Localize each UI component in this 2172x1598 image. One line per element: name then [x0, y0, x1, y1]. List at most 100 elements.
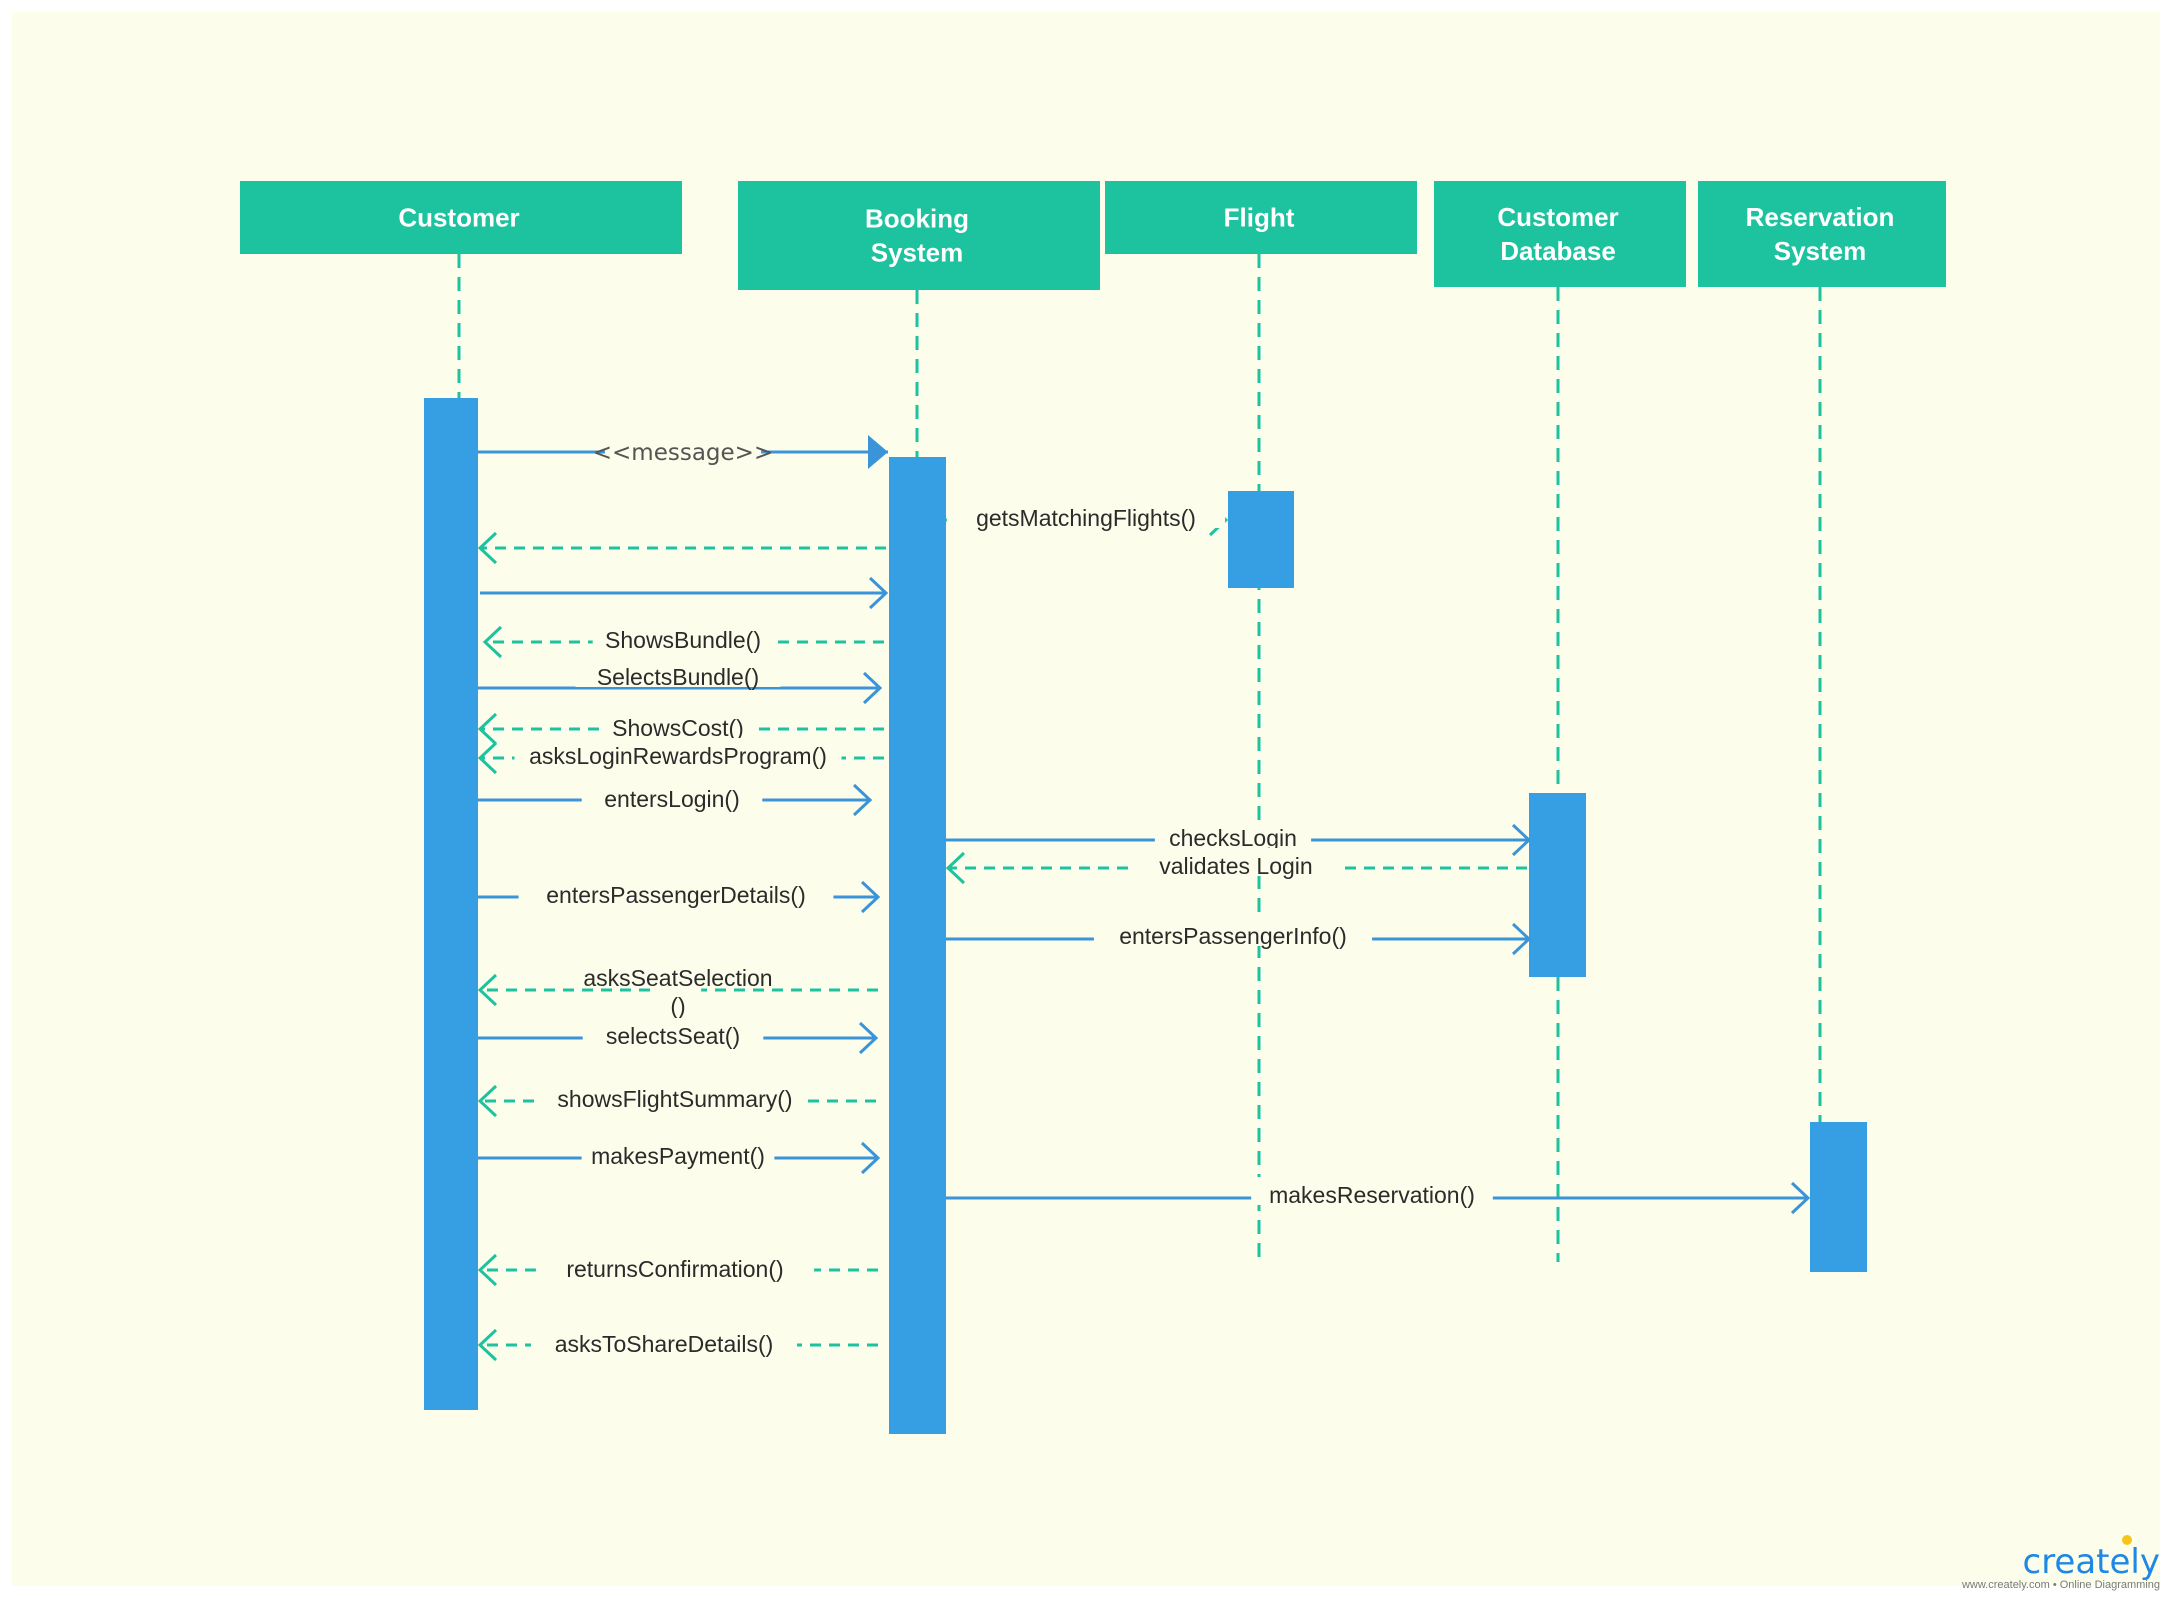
lifelines — [457, 254, 1822, 1262]
open-arrowhead-icon — [477, 741, 498, 775]
message-label-background — [599, 710, 757, 738]
message-label-background — [535, 1251, 815, 1279]
message-label: entersLogin() — [604, 786, 740, 812]
message-label: ShowsBundle() — [605, 627, 761, 653]
open-arrowhead-icon — [1511, 922, 1532, 956]
participant-box-custdb[interactable] — [1434, 181, 1686, 287]
participant-label-customer: Customer — [398, 203, 519, 233]
message-12[interactable]: entersPassengerInfo() — [946, 918, 1532, 956]
message-label: entersPassengerDetails() — [546, 882, 806, 908]
message-label-background — [1133, 848, 1339, 876]
message-9[interactable]: checksLogin — [946, 820, 1532, 857]
message-label: validates Login — [1159, 853, 1312, 879]
message-label: returnsConfirmation() — [566, 1256, 783, 1282]
message-label: asksToShareDetails() — [555, 1331, 774, 1357]
activation-bar-flight — [1228, 491, 1294, 588]
message-label-background — [582, 1018, 764, 1046]
activation-bars — [424, 398, 1867, 1434]
message-label-background — [542, 1081, 808, 1109]
message-label-background — [531, 1326, 797, 1354]
message-7[interactable]: asksLoginRewardsProgram() — [477, 738, 884, 775]
open-arrowhead-icon — [477, 712, 498, 746]
message-label-background — [575, 659, 781, 687]
message-label: ShowsCost() — [612, 715, 744, 741]
message-label-background — [581, 1138, 775, 1166]
message-10[interactable]: validates Login — [945, 848, 1527, 885]
message-0[interactable]: <<message>> — [478, 434, 888, 469]
open-arrowhead-icon — [1511, 823, 1532, 857]
open-arrowhead-icon — [477, 1084, 498, 1118]
activation-bar-reservation — [1810, 1122, 1867, 1272]
message-label: asksSeatSelection — [583, 965, 772, 991]
activation-bar-customer — [424, 398, 478, 1410]
message-label-background — [518, 877, 834, 905]
message-13[interactable]: asksSeatSelection() — [477, 960, 878, 1019]
message-label: makesReservation() — [1269, 1182, 1475, 1208]
message-label: entersPassengerInfo() — [1119, 923, 1347, 949]
message-label: () — [670, 993, 685, 1019]
message-18[interactable]: returnsConfirmation() — [477, 1251, 878, 1287]
messages: <<message>> getsMatchingFlights() ShowsBun… — [477, 434, 1811, 1362]
participant-label-reservation: Reservation — [1746, 202, 1895, 232]
open-arrowhead-icon — [860, 880, 881, 914]
message-label: makesPayment() — [591, 1143, 765, 1169]
message-label-background — [581, 781, 763, 809]
lightbulb-icon — [2122, 1535, 2132, 1545]
message-label: showsFlightSummary() — [557, 1086, 792, 1112]
open-arrowhead-icon — [477, 1253, 498, 1287]
message-label-background — [514, 738, 842, 766]
message-label-background — [1093, 918, 1373, 946]
message-label-background — [563, 960, 793, 988]
message-label: checksLogin — [1169, 825, 1297, 851]
creately-branding: creately www.creately.com • Online Diagr… — [1961, 1535, 2160, 1591]
message-2[interactable] — [477, 531, 886, 565]
message-label: asksLoginRewardsProgram() — [529, 743, 827, 769]
message-label-background — [946, 500, 1226, 528]
message-16[interactable]: makesPayment() — [478, 1138, 881, 1175]
message-19[interactable]: asksToShareDetails() — [477, 1326, 878, 1362]
message-5[interactable]: SelectsBundle() — [478, 659, 883, 705]
message-3[interactable] — [480, 576, 889, 610]
activation-bar-custdb — [1529, 793, 1586, 977]
participant-box-flight[interactable] — [1105, 181, 1417, 254]
message-15[interactable]: showsFlightSummary() — [477, 1081, 876, 1118]
open-arrowhead-icon — [477, 531, 498, 565]
open-arrowhead-icon — [852, 783, 873, 817]
activation-bar-booking — [889, 457, 946, 1434]
message-17[interactable]: makesReservation() — [946, 1177, 1811, 1215]
message-14[interactable]: selectsSeat() — [478, 1018, 879, 1055]
message-label-background — [604, 434, 762, 462]
open-arrowhead-icon — [477, 973, 498, 1007]
message-label-background — [592, 622, 774, 650]
participant-label-custdb: Database — [1500, 236, 1616, 266]
message-4[interactable]: ShowsBundle() — [482, 622, 884, 659]
participant-label-reservation: System — [1774, 236, 1867, 266]
open-arrowhead-icon — [945, 851, 966, 885]
open-arrowhead-icon — [868, 576, 889, 610]
open-arrowhead-icon — [482, 625, 503, 659]
open-arrowhead-icon — [862, 671, 883, 705]
message-1[interactable]: getsMatchingFlights() — [946, 500, 1229, 537]
message-label: selectsSeat() — [606, 1023, 740, 1049]
participant-box-customer[interactable] — [240, 181, 682, 254]
participant-label-flight: Flight — [1224, 203, 1295, 233]
message-label-background — [1154, 820, 1312, 848]
message-label-background — [1251, 1177, 1493, 1205]
participant-label-booking: Booking — [865, 204, 969, 234]
open-arrowhead-icon — [1790, 1181, 1811, 1215]
message-label: getsMatchingFlights() — [976, 505, 1196, 531]
message-label-background — [654, 988, 702, 1016]
message-label: SelectsBundle() — [597, 664, 759, 690]
creately-tagline: www.creately.com • Online Diagramming — [1961, 1579, 2160, 1591]
message-8[interactable]: entersLogin() — [478, 781, 873, 817]
participant-label-custdb: Customer — [1497, 202, 1618, 232]
participant-box-reservation[interactable] — [1698, 181, 1946, 287]
participant-box-booking[interactable] — [738, 181, 1100, 290]
message-11[interactable]: entersPassengerDetails() — [478, 877, 881, 914]
message-6[interactable]: ShowsCost() — [477, 710, 884, 746]
open-arrowhead-icon — [477, 1328, 498, 1362]
participant-label-booking: System — [871, 238, 964, 268]
open-arrowhead-icon — [860, 1141, 881, 1175]
